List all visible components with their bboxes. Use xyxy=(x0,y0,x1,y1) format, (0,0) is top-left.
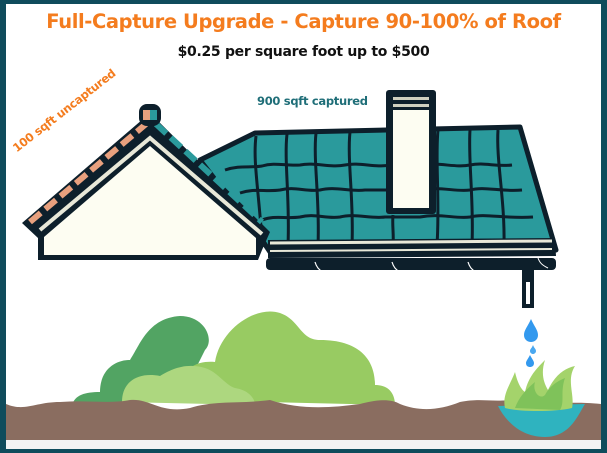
roof-illustration xyxy=(6,90,601,449)
page-title: Full-Capture Upgrade - Capture 90-100% o… xyxy=(46,10,561,33)
water-drop-small xyxy=(530,345,536,354)
chimney xyxy=(386,90,436,214)
water-drop-large xyxy=(524,319,538,342)
price-subtitle: $0.25 per square foot up to $500 xyxy=(177,44,430,60)
main-roof xyxy=(197,124,559,258)
gable-roof xyxy=(22,104,270,260)
bushes xyxy=(72,311,395,405)
gutter xyxy=(266,257,556,274)
infographic-frame: Full-Capture Upgrade - Capture 90-100% o… xyxy=(6,4,601,449)
captured-label: 900 sqft captured xyxy=(257,94,368,108)
grass-pond xyxy=(498,360,585,437)
soil xyxy=(6,399,601,449)
